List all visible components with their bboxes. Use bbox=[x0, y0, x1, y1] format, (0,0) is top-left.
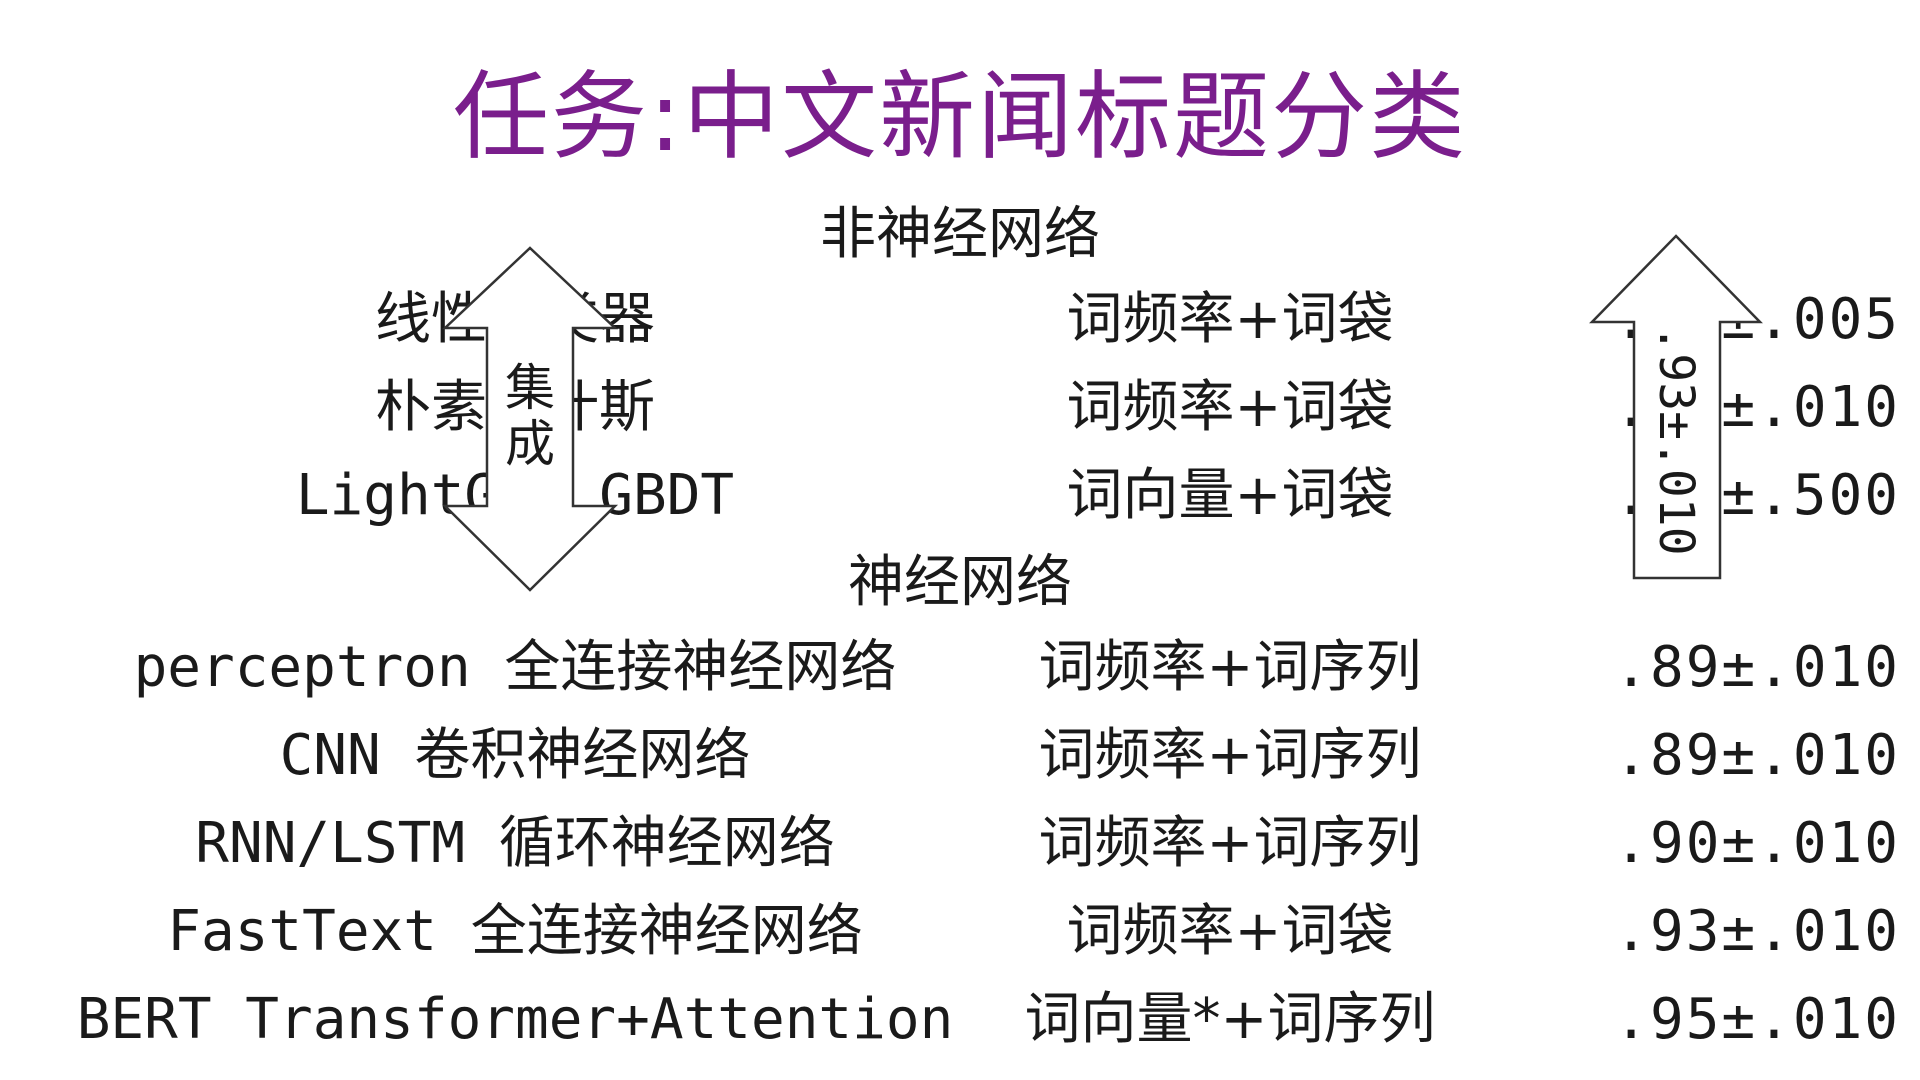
ensemble-label-line2: 成 bbox=[505, 415, 555, 473]
feature-name: 词频率+词序列 bbox=[1038, 723, 1422, 788]
score-value: .89±.010 bbox=[1614, 723, 1900, 788]
table-row: FastText 全连接神经网络 词频率+词袋 .93±.010 bbox=[0, 892, 1920, 972]
ensemble-result-value: .93±.010 bbox=[1648, 324, 1704, 556]
feature-name: 词向量+词袋 bbox=[1066, 463, 1394, 528]
feature-name: 词频率+词袋 bbox=[1066, 375, 1394, 440]
table-row: 朴素贝叶斯 词频率+词袋 .92±.010 bbox=[0, 368, 1920, 448]
score-value: .89±.010 bbox=[1614, 635, 1900, 700]
section-heading-neural: 神经网络 bbox=[848, 550, 1072, 615]
feature-name: 词向量*+词序列 bbox=[1024, 987, 1436, 1052]
ensemble-result-label: .93±.010 bbox=[1648, 324, 1704, 555]
score-value: .92±.010 bbox=[1614, 375, 1900, 440]
ensemble-label-line1: 集 bbox=[505, 359, 555, 417]
feature-name: 词频率+词袋 bbox=[1066, 287, 1394, 352]
table-row: LightGBM GBDT 词向量+词袋 .80±.500 bbox=[0, 456, 1920, 536]
model-name: perceptron 全连接神经网络 bbox=[133, 635, 897, 700]
score-value: .93±.010 bbox=[1614, 899, 1900, 964]
table-row: perceptron 全连接神经网络 词频率+词序列 .89±.010 bbox=[0, 628, 1920, 708]
score-value: .95±.010 bbox=[1614, 987, 1900, 1052]
model-name: RNN/LSTM 循环神经网络 bbox=[195, 811, 835, 876]
feature-name: 词频率+词序列 bbox=[1038, 635, 1422, 700]
section-heading-non-neural: 非神经网络 bbox=[820, 202, 1100, 267]
model-name: CNN 卷积神经网络 bbox=[279, 723, 751, 788]
table-row: CNN 卷积神经网络 词频率+词序列 .89±.010 bbox=[0, 716, 1920, 796]
model-name: BERT Transformer+Attention bbox=[76, 987, 954, 1052]
model-name: 线性分类器 bbox=[375, 287, 655, 352]
slide-title: 任务:中文新闻标题分类 bbox=[452, 61, 1468, 173]
ensemble-label: 集 成 bbox=[500, 360, 560, 472]
table-row: BERT Transformer+Attention 词向量*+词序列 .95±… bbox=[0, 980, 1920, 1060]
score-value: .90±.010 bbox=[1614, 811, 1900, 876]
score-value: .80±.500 bbox=[1614, 463, 1900, 528]
model-name: FastText 全连接神经网络 bbox=[167, 899, 863, 964]
feature-name: 词频率+词序列 bbox=[1038, 811, 1422, 876]
score-value: .93±.005 bbox=[1614, 287, 1900, 352]
table-row: RNN/LSTM 循环神经网络 词频率+词序列 .90±.010 bbox=[0, 804, 1920, 884]
feature-name: 词频率+词袋 bbox=[1066, 899, 1394, 964]
table-row: 线性分类器 词频率+词袋 .93±.005 bbox=[0, 280, 1920, 360]
